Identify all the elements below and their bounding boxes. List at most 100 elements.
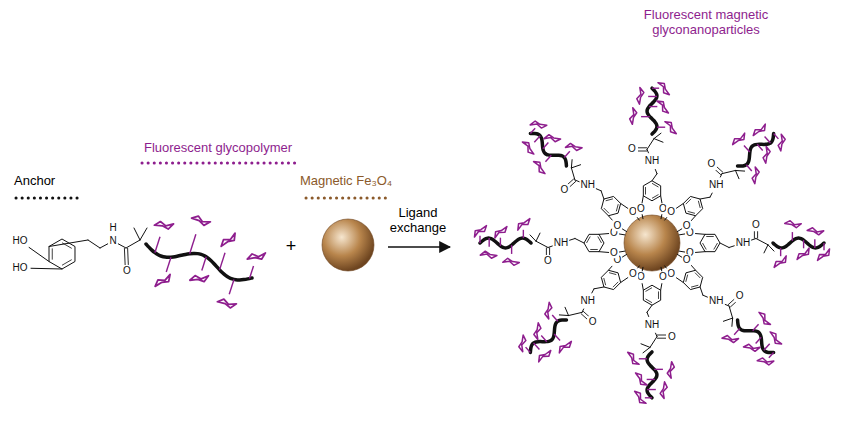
amide-label: NH	[708, 295, 724, 307]
benzene-ring	[700, 234, 720, 251]
sugar-linker	[764, 344, 770, 351]
sugar-ring	[219, 233, 238, 246]
bond-line	[100, 244, 108, 248]
atom-label: O	[588, 316, 598, 328]
sugar-linker	[554, 334, 560, 341]
sugar-ring	[247, 251, 265, 260]
bond-line	[601, 191, 604, 199]
aromatic-bond	[646, 299, 652, 303]
sugar-ring	[665, 119, 676, 136]
bond-line	[650, 337, 657, 348]
aromatic-bond	[604, 278, 606, 285]
bond-line	[735, 170, 739, 178]
sugar-ring	[775, 134, 787, 151]
nanoparticle-label: Magnetic Fe₃O₄	[300, 174, 392, 189]
bond-line	[764, 245, 768, 253]
atom-label: O	[666, 206, 676, 218]
sugar-linker	[823, 243, 824, 250]
double-bond-line	[754, 231, 755, 239]
sugar-ring	[565, 141, 582, 153]
sugar-linker	[780, 248, 781, 256]
benzene-ring	[49, 239, 75, 269]
bond-line	[731, 318, 733, 326]
sugar-linker	[564, 151, 570, 157]
sugar-ring	[807, 224, 824, 236]
sugar-ring	[749, 167, 761, 184]
bond-line	[700, 197, 710, 199]
sugar-linker	[645, 397, 652, 398]
sugar-linker	[534, 343, 540, 350]
bond-line	[656, 333, 657, 336]
sugar-linker	[523, 230, 524, 238]
sugar-ring	[665, 362, 677, 379]
double-bond-line	[127, 248, 129, 265]
atom-label: O	[122, 265, 132, 277]
bond-line	[126, 240, 140, 248]
sugar-ring	[503, 256, 520, 268]
atom-label: O	[628, 268, 638, 280]
aromatic-bond	[703, 243, 707, 249]
aromatic-bond	[616, 204, 618, 211]
bond-line	[675, 204, 683, 210]
bond-line	[654, 139, 663, 143]
polymer-backbone	[480, 238, 531, 248]
sugar-linker	[545, 155, 551, 162]
aromatic-bond	[587, 237, 591, 243]
bond-line	[700, 287, 703, 295]
bond-line	[31, 268, 62, 270]
sugar-linker	[500, 238, 501, 246]
sugar-ring	[557, 341, 574, 352]
sugar-ring	[626, 108, 638, 125]
atom-label: O	[636, 203, 646, 215]
bond-line	[619, 233, 625, 235]
bond-line	[559, 314, 568, 316]
sugar-linker	[552, 315, 558, 321]
sugar-linker	[229, 279, 234, 294]
bond-line	[622, 254, 627, 257]
sugar-linker	[753, 324, 759, 331]
bond-line	[729, 246, 734, 248]
anchor-label: Anchor	[14, 174, 55, 189]
bond-line	[594, 287, 604, 289]
sugar-ring	[722, 332, 739, 344]
atom-label: O	[658, 271, 668, 283]
bond-line	[565, 307, 569, 315]
sugar-linker	[792, 232, 793, 241]
sugar-ring	[153, 274, 172, 286]
aromatic-bond	[652, 195, 658, 199]
atom-label: O	[559, 184, 569, 196]
sugar-linker	[746, 165, 752, 171]
sugar-linker	[756, 337, 762, 343]
sugar-linker	[652, 87, 659, 88]
bond-line	[596, 189, 601, 191]
atom-label: O	[667, 331, 677, 343]
bond-line	[768, 245, 774, 251]
bond-line	[647, 149, 648, 152]
bond-line	[571, 160, 573, 168]
atom-label: O	[707, 158, 717, 170]
bond-line	[29, 247, 49, 261]
double-bond-line	[757, 231, 758, 239]
amide-label: NH	[553, 237, 569, 249]
sugar-ring	[480, 249, 497, 261]
aromatic-bond	[658, 291, 659, 299]
bond-line	[571, 165, 580, 168]
sugar-ring	[815, 249, 832, 260]
atom-label: HO	[12, 235, 29, 247]
sugar-linker	[734, 329, 740, 335]
aromatic-bond	[652, 183, 658, 187]
sugar-linker	[541, 336, 547, 342]
sugar-ring	[657, 99, 668, 116]
bond-line	[655, 169, 657, 173]
sugar-ring	[785, 217, 802, 229]
bond-line	[134, 228, 140, 240]
aromatic-bond	[706, 236, 714, 237]
sugar-linker	[526, 347, 531, 352]
sugar-linker	[765, 137, 771, 144]
sugar-ring	[633, 88, 645, 105]
double-bond-line	[546, 248, 547, 256]
aromatic-bond	[62, 260, 72, 266]
polymer-backbone	[738, 134, 774, 167]
sugar-linker	[814, 239, 815, 248]
sugar-ring	[772, 256, 789, 267]
